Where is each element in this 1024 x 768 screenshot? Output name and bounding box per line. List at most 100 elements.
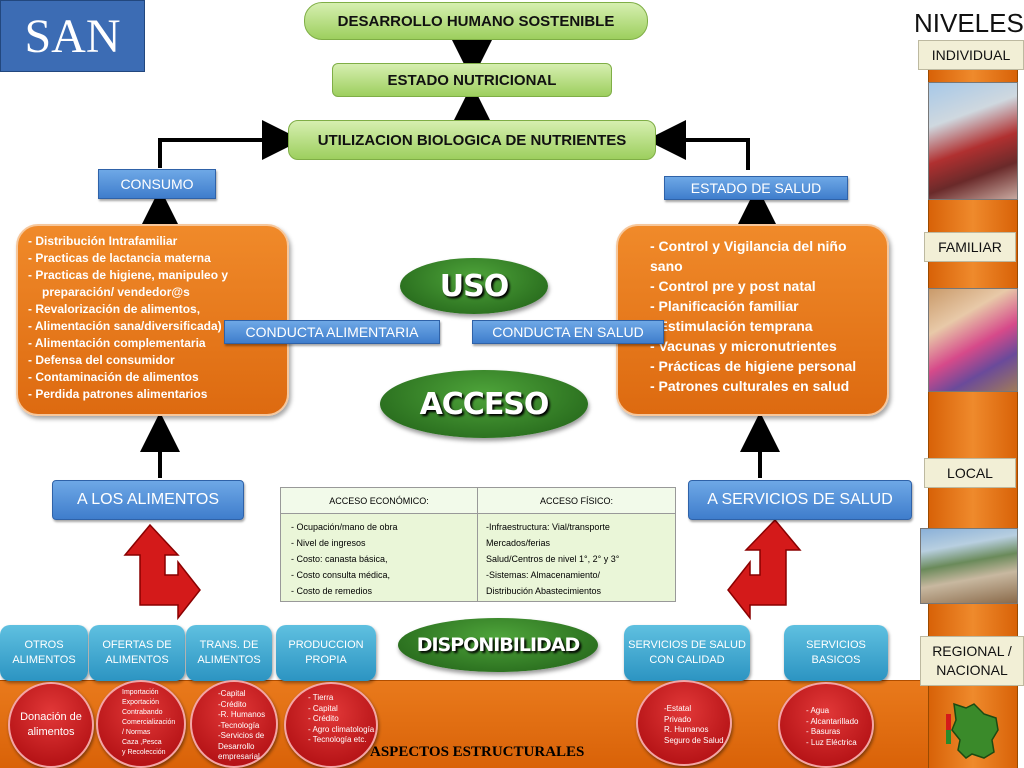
acceso-oval: ACCESO — [380, 370, 588, 438]
capital-item: -R. Humanos — [218, 710, 266, 719]
capital-item: Desarrollo — [218, 741, 255, 751]
estado-salud-tag: ESTADO DE SALUD — [664, 176, 848, 200]
comercio-item: Caza ,Pesca — [122, 739, 162, 746]
comercio-item: y Recolección — [122, 749, 166, 756]
acceso-economico-column: ACCESO ECONÓMICO: - Ocupación/mano de ob… — [281, 488, 478, 601]
town-photo — [920, 528, 1018, 604]
tierra-item: - Capital — [308, 703, 338, 713]
acceso-economico-item: - Nivel de ingresos — [291, 538, 366, 548]
conducta-salud-tag: CONDUCTA EN SALUD — [472, 320, 664, 344]
a-los-alimentos-label: A LOS ALIMENTOS — [77, 491, 219, 508]
estatal-item: Privado — [664, 714, 692, 724]
conducta-salud-item: - Control pre y post natal — [650, 278, 816, 294]
conducta-alimentaria-item: - Perdida patrones alimentarios — [28, 387, 208, 401]
acceso-fisico-item: Distribución Abastecimientos — [486, 586, 602, 596]
conducta-alimentaria-item: - Contaminación de alimentos — [28, 370, 199, 384]
acceso-fisico-header: ACCESO FÍSICO: — [478, 488, 675, 514]
level-familiar: FAMILIAR — [924, 232, 1016, 262]
level-familiar-label: FAMILIAR — [938, 239, 1002, 255]
conducta-salud-item: - Planificación familiar — [650, 298, 799, 314]
agua-item: - Basuras — [806, 727, 841, 736]
ofertas-alimentos-box: OFERTAS DE ALIMENTOS — [89, 625, 185, 681]
estado-nutricional-box: ESTADO NUTRICIONAL — [332, 63, 612, 97]
level-regional-nacional-label: REGIONAL / NACIONAL — [932, 643, 1012, 678]
disponibilidad-oval: DISPONIBILIDAD — [398, 618, 598, 672]
conducta-salud-item: - Estimulación temprana — [650, 318, 813, 334]
level-local-label: LOCAL — [947, 465, 993, 481]
conducta-alimentaria-item: - Practicas de lactancia materna — [28, 251, 211, 265]
estatal-item: -Estatal — [664, 704, 692, 713]
estatal-item: R. Humanos — [664, 725, 709, 734]
san-label: SAN — [24, 9, 121, 63]
tierra-item: - Tecnología etc. — [308, 735, 367, 744]
tierra-list: - Tierra- Capital- Crédito- Agro climato… — [308, 693, 376, 746]
otros-alimentos-label: OTROS ALIMENTOS — [12, 639, 76, 666]
a-servicios-salud-label: A SERVICIOS DE SALUD — [707, 491, 893, 508]
acceso-economico-item: - Ocupación/mano de obra — [291, 522, 398, 532]
conducta-salud-item: - Patrones culturales en salud — [650, 378, 850, 394]
acceso-economico-header: ACCESO ECONÓMICO: — [281, 488, 477, 514]
capital-item: empresarial — [218, 752, 260, 761]
otros-alimentos-box: OTROS ALIMENTOS — [0, 625, 88, 681]
conducta-alimentaria-tag: CONDUCTA ALIMENTARIA — [224, 320, 440, 344]
ofertas-alimentos-label: OFERTAS DE ALIMENTOS — [102, 639, 172, 666]
conducta-alimentaria-item: - Revalorización de alimentos, — [28, 302, 201, 316]
consumo-tag: CONSUMO — [98, 169, 216, 199]
niveles-title: NIVELES — [914, 8, 1024, 38]
comercio-item: Contrabando — [122, 709, 163, 716]
agua-item: - Alcantarillado — [806, 716, 859, 726]
estado-nutricional-label: ESTADO NUTRICIONAL — [387, 71, 557, 89]
right-list: - Control y Vigilancia del niño sano- Co… — [650, 236, 877, 396]
utilizacion-biologica-label: UTILIZACION BIOLOGICA DE NUTRIENTES — [317, 131, 627, 149]
conducta-alimentaria-item: - Defensa del consumidor — [28, 353, 175, 367]
level-individual-label: INDIVIDUAL — [931, 47, 1011, 63]
capital-item: -Tecnología — [218, 720, 260, 730]
level-local: LOCAL — [924, 458, 1016, 488]
acceso-fisico-item: -Sistemas: Almacenamiento/ — [486, 570, 601, 580]
comercio-item: / Normas — [122, 729, 151, 736]
desarrollo-humano-box: DESARROLLO HUMANO SOSTENIBLE — [304, 2, 648, 40]
red-bent-arrow-left — [123, 523, 201, 621]
agua-circle: - Agua- Alcantarillado- Basuras- Luz Elé… — [778, 682, 874, 768]
capital-circle: -Capital-Crédito-R. Humanos-Tecnología-S… — [190, 680, 278, 768]
trans-alimentos-label: TRANS. DE ALIMENTOS — [197, 639, 261, 666]
produccion-propia-label: PRODUCCION PROPIA — [288, 639, 364, 666]
acceso-economico-item: - Costo consulta médica, — [291, 570, 391, 580]
utilizacion-biologica-box: UTILIZACION BIOLOGICA DE NUTRIENTES — [288, 120, 656, 160]
conducta-salud-item: - Vacunas y micronutrientes — [650, 338, 837, 354]
conducta-alimentaria-label: CONDUCTA ALIMENTARIA — [245, 324, 419, 340]
left-list: - Distribución Intrafamiliar- Practicas … — [28, 233, 277, 403]
tierra-item: - Tierra — [308, 693, 334, 702]
servicios-basicos-box: SERVICIOS BASICOS — [784, 625, 888, 681]
servicios-basicos-label: SERVICIOS BASICOS — [806, 639, 866, 666]
conducta-salud-list-box: - Control y Vigilancia del niño sano- Co… — [616, 224, 889, 416]
acceso-label: ACCESO — [419, 386, 550, 422]
comercio-item: Comercialización — [122, 719, 176, 726]
donacion-circle: Donación de alimentos — [8, 682, 94, 768]
family-photo — [928, 288, 1018, 392]
conducta-alimentaria-item: - Alimentación complementaria — [28, 336, 206, 350]
a-los-alimentos-tag: A LOS ALIMENTOS — [52, 480, 244, 520]
red-bent-arrow-right — [727, 518, 802, 621]
acceso-economico-item: - Costo: canasta básica, — [291, 554, 388, 564]
a-servicios-salud-tag: A SERVICIOS DE SALUD — [688, 480, 912, 520]
tierra-item: - Crédito — [308, 714, 339, 723]
capital-item: -Crédito — [218, 699, 247, 709]
trans-alimentos-box: TRANS. DE ALIMENTOS — [186, 625, 272, 681]
servicios-salud-calidad-box: SERVICIOS DE SALUD CON CALIDAD — [624, 625, 750, 681]
estado-salud-label: ESTADO DE SALUD — [690, 180, 822, 196]
capital-list: -Capital-Crédito-R. Humanos-Tecnología-S… — [218, 689, 276, 763]
acceso-table: ACCESO ECONÓMICO: - Ocupación/mano de ob… — [280, 487, 676, 602]
conducta-alimentaria-item: - Practicas de higiene, manipuleo y — [28, 268, 229, 282]
tierra-item: - Agro climatología — [308, 724, 375, 734]
acceso-economico-items: - Ocupación/mano de obra - Nivel de ingre… — [281, 514, 477, 604]
desarrollo-humano-label: DESARROLLO HUMANO SOSTENIBLE — [337, 12, 615, 30]
capital-item: -Servicios de — [218, 731, 265, 740]
servicios-salud-calidad-label: SERVICIOS DE SALUD CON CALIDAD — [628, 639, 746, 666]
acceso-fisico-item: Salud/Centros de nivel 1°, 2° y 3° — [486, 554, 620, 564]
level-individual: INDIVIDUAL — [918, 40, 1024, 70]
